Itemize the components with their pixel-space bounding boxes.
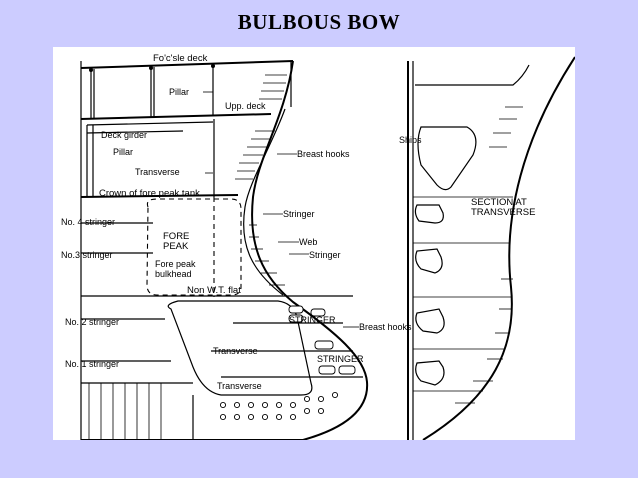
fore-peak-outline [146, 198, 242, 296]
label-pillar-mid: Pillar [113, 147, 133, 157]
top-pillars [89, 64, 215, 119]
ships-frame-1 [417, 126, 477, 191]
crown-fore-peak-line [80, 194, 239, 198]
label-non-wt-flat: Non W.T. flat [187, 285, 241, 296]
upper-deck-line [80, 113, 272, 120]
label-ships: Ships [399, 135, 422, 145]
label-stringer-mid: Stringer [283, 209, 315, 219]
label-section-at-2: TRANSVERSE [471, 207, 535, 218]
label-section-at-1: SECTION AT [471, 197, 527, 208]
breast-hooks-hatching [235, 74, 287, 180]
label-upp-deck: Upp. deck [225, 101, 266, 111]
label-no3-stringer: No.3 stringer [61, 250, 113, 260]
stem-outer-line [251, 60, 369, 440]
label-fore-peak-1: FORE [163, 231, 189, 242]
label-stringer-caps-1: STRINGER [289, 315, 336, 325]
leader-lines [203, 91, 359, 328]
section-hatching [455, 106, 523, 404]
label-breast-hooks-low: Breast hooks [359, 322, 412, 332]
lightening-holes [219, 305, 356, 421]
section-stringers [413, 196, 513, 392]
label-transverse-low2: Transverse [217, 381, 262, 391]
bow-structure-diagram: Fo'c'sle deck Pillar Upp. deck Deck gird… [61, 53, 575, 440]
lower-tank-outline [167, 300, 313, 396]
label-fore-peak-bulkhead-1: Fore peak [155, 259, 196, 269]
label-transverse-top: Transverse [135, 167, 180, 177]
stem-inner-line [243, 108, 286, 296]
label-pillar-top: Pillar [169, 87, 189, 97]
slide-title: BULBOUS BOW [237, 10, 401, 34]
focsle-deck-line [80, 60, 294, 69]
deck-girder-line [86, 121, 214, 126]
label-no4-stringer: No. 4 stringer [61, 217, 115, 227]
label-stringer-mid2: Stringer [309, 250, 341, 260]
label-breast-hooks-top: Breast hooks [297, 149, 350, 159]
label-crown-fore-peak-tank: Crown of fore peak tank [99, 188, 200, 199]
label-no2-stringer: No. 2 stringer [65, 317, 119, 327]
label-web: Web [299, 237, 317, 247]
bulbous-bow-drawing: Fo'c'sle deck Pillar Upp. deck Deck gird… [53, 47, 575, 440]
label-transverse-low1: Transverse [213, 346, 258, 356]
label-no1-stringer: No. 1 stringer [65, 359, 119, 369]
section-shell-line [422, 56, 575, 440]
label-fore-peak-2: PEAK [163, 241, 189, 252]
label-focsle-deck: Fo'c'sle deck [153, 53, 208, 64]
floor-frames [81, 382, 193, 440]
label-deck-girder: Deck girder [101, 130, 147, 140]
label-fore-peak-bulkhead-2: bulkhead [155, 269, 192, 279]
web-frames [249, 224, 285, 286]
label-stringer-caps-2: STRINGER [317, 354, 364, 364]
